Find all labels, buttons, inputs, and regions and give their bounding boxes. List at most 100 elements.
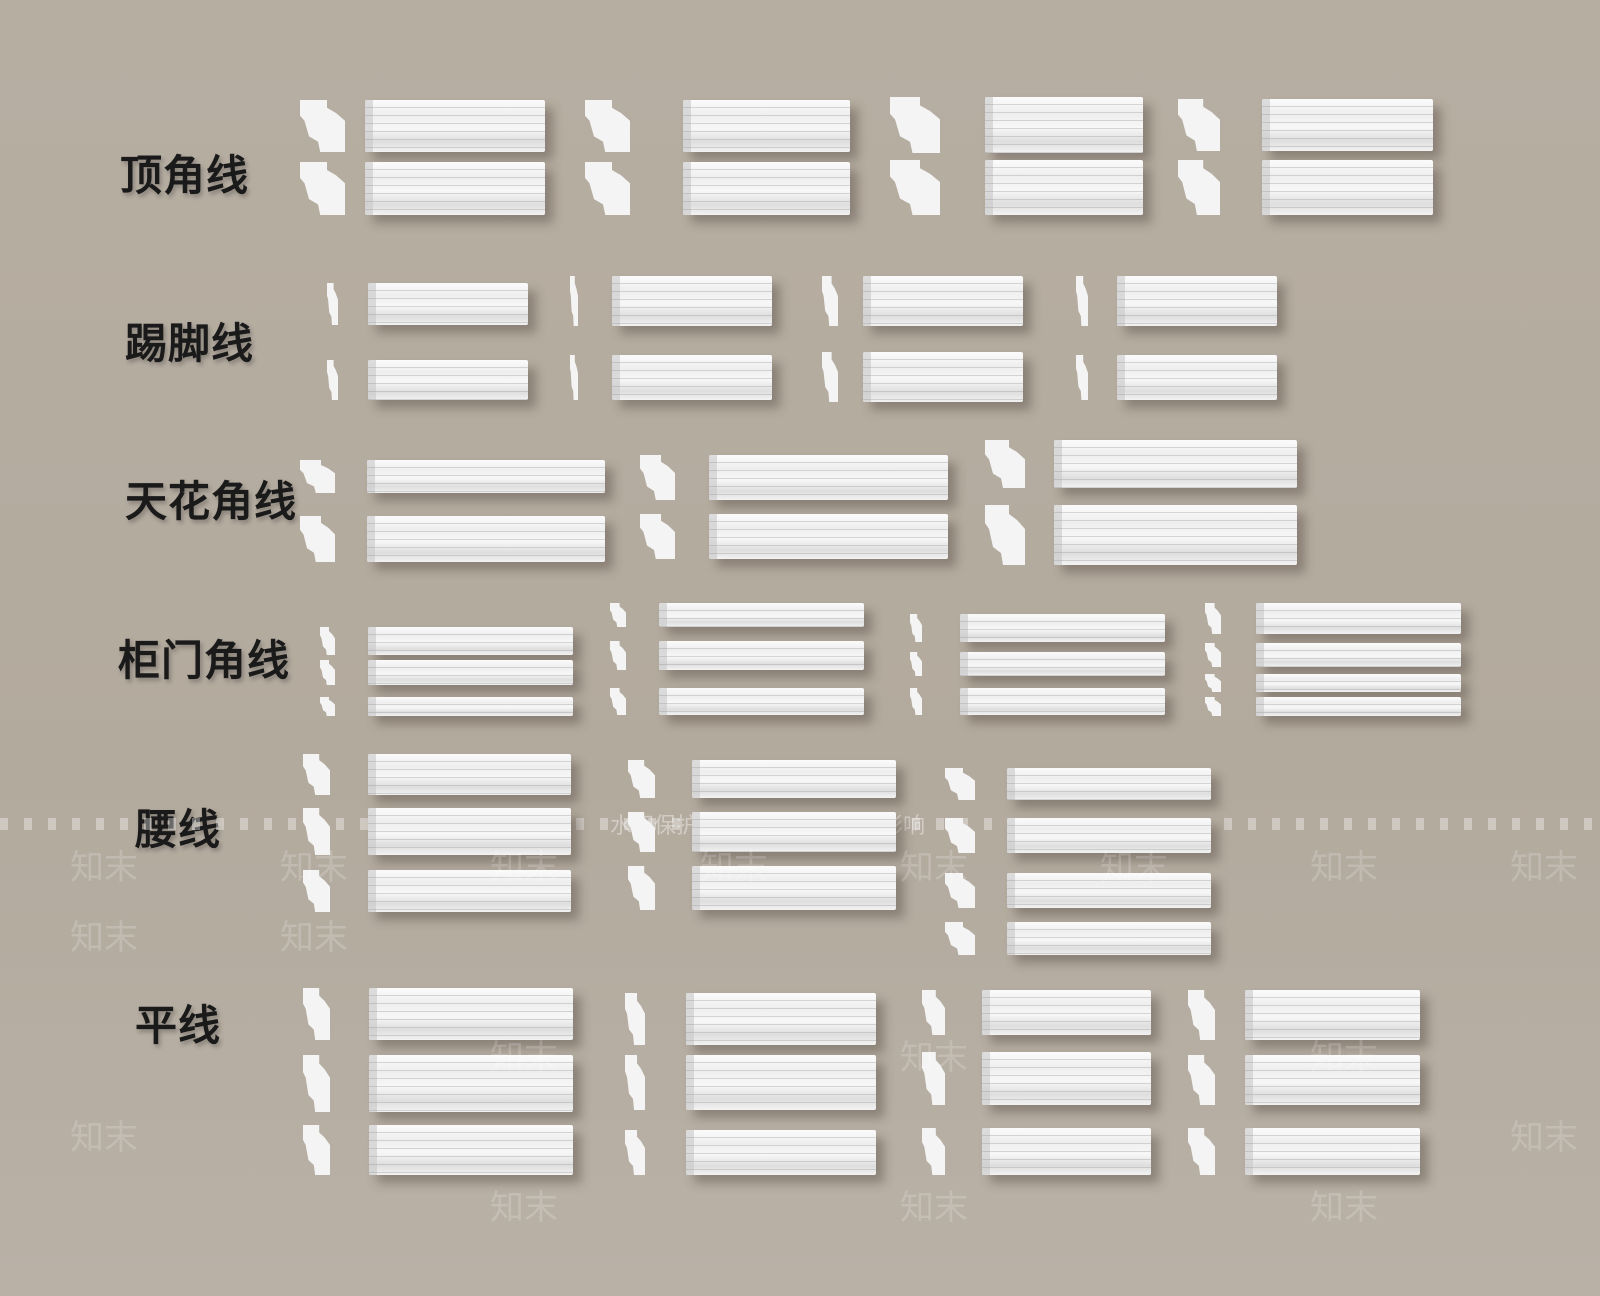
molding-strip <box>982 1128 1151 1175</box>
molding-profile <box>1205 643 1221 667</box>
molding-strip <box>368 360 528 400</box>
watermark-logo: 知末 <box>1310 1188 1378 1228</box>
molding-strip <box>683 162 850 215</box>
molding-profile <box>985 505 1025 565</box>
molding-profile <box>822 276 838 326</box>
molding-profile <box>585 162 630 215</box>
molding-strip <box>692 866 896 910</box>
molding-profile <box>1205 674 1221 692</box>
molding-strip <box>1054 505 1297 565</box>
section-label-baseboard: 踢脚线 <box>125 319 255 368</box>
molding-profile <box>1205 697 1221 716</box>
molding-strip <box>368 754 571 795</box>
molding-profile <box>628 866 655 910</box>
watermark-logo: 知末 <box>900 1188 968 1228</box>
molding-profile <box>300 516 335 562</box>
watermark-logo: 知末 <box>70 848 138 888</box>
molding-profile <box>922 990 945 1035</box>
molding-strip <box>960 614 1165 642</box>
watermark-logo: 知末 <box>1310 1038 1378 1078</box>
molding-profile <box>1188 990 1215 1040</box>
molding-strip <box>985 160 1143 215</box>
molding-profile <box>640 514 675 559</box>
molding-profile <box>610 603 626 627</box>
molding-strip <box>686 993 876 1045</box>
watermark-logo: 知末 <box>700 848 768 888</box>
watermark-logo: 知末 <box>70 1118 138 1158</box>
molding-strip <box>709 455 948 500</box>
molding-strip <box>368 283 528 325</box>
molding-strip <box>863 352 1023 402</box>
watermark-logo: 知末 <box>1510 1118 1578 1158</box>
molding-profile <box>822 352 838 402</box>
molding-strip <box>683 100 850 152</box>
molding-strip <box>1007 922 1211 955</box>
molding-strip <box>659 603 864 627</box>
molding-strip <box>612 276 772 326</box>
molding-strip <box>368 808 571 855</box>
molding-strip <box>985 97 1143 153</box>
molding-profile <box>320 697 335 716</box>
molding-strip <box>612 355 772 400</box>
molding-profile <box>1188 1128 1215 1175</box>
section-label-chair-rail: 腰线 <box>135 796 221 857</box>
molding-profile <box>890 160 940 215</box>
molding-strip <box>1256 643 1461 667</box>
molding-strip <box>1256 697 1461 716</box>
molding-strip <box>365 162 545 215</box>
molding-strip <box>960 652 1165 676</box>
molding-profile <box>570 276 578 326</box>
watermark-logo: 知末 <box>280 918 348 958</box>
watermark-logo: 知末 <box>280 848 348 888</box>
molding-profile <box>910 614 922 642</box>
molding-profile <box>1178 160 1220 215</box>
molding-strip <box>659 688 864 715</box>
molding-profile <box>610 688 626 715</box>
section-label-cabinet-door-trim: 柜门角线 <box>118 636 291 685</box>
section-label-crown-molding: 顶角线 <box>120 151 250 200</box>
molding-strip <box>982 990 1151 1035</box>
molding-strip <box>1256 674 1461 692</box>
watermark-logo: 知末 <box>70 918 138 958</box>
molding-profile <box>945 768 975 800</box>
molding-strip <box>1245 1128 1420 1175</box>
watermark-logo: 知末 <box>490 1038 558 1078</box>
molding-profile <box>610 641 626 670</box>
molding-strip <box>368 870 571 912</box>
molding-profile <box>320 660 335 685</box>
watermark-logo: 知末 <box>900 1038 968 1078</box>
watermark-logo: 知末 <box>490 848 558 888</box>
molding-strip <box>1256 603 1461 634</box>
molding-profile <box>922 1128 945 1175</box>
molding-profile <box>945 922 975 955</box>
molding-strip <box>1117 355 1277 400</box>
watermark-logo: 知末 <box>1310 848 1378 888</box>
molding-profile <box>910 688 922 715</box>
molding-profile <box>640 455 675 500</box>
molding-profile <box>1076 276 1088 326</box>
molding-profile <box>570 355 578 400</box>
molding-strip <box>365 100 545 152</box>
molding-strip <box>369 988 573 1040</box>
section-label-ceiling-cornice: 天花角线 <box>125 477 298 526</box>
molding-strip <box>1007 768 1211 800</box>
molding-profile <box>910 652 922 676</box>
molding-profile <box>625 1055 645 1110</box>
molding-strip <box>368 627 573 655</box>
molding-profile <box>327 360 338 400</box>
molding-profile <box>625 1130 645 1175</box>
molding-strip <box>692 812 896 852</box>
molding-strip <box>1245 990 1420 1040</box>
watermark-logo: 知末 <box>490 1188 558 1228</box>
molding-strip <box>982 1052 1151 1105</box>
molding-strip <box>863 276 1023 326</box>
molding-profile <box>327 283 338 325</box>
molding-profile <box>628 760 655 798</box>
molding-strip <box>1245 1055 1420 1105</box>
molding-strip <box>1054 440 1297 488</box>
molding-profile <box>320 627 335 655</box>
molding-strip <box>368 660 573 685</box>
molding-strip <box>1007 818 1211 853</box>
molding-profile <box>1205 603 1221 634</box>
molding-profile <box>890 97 940 153</box>
